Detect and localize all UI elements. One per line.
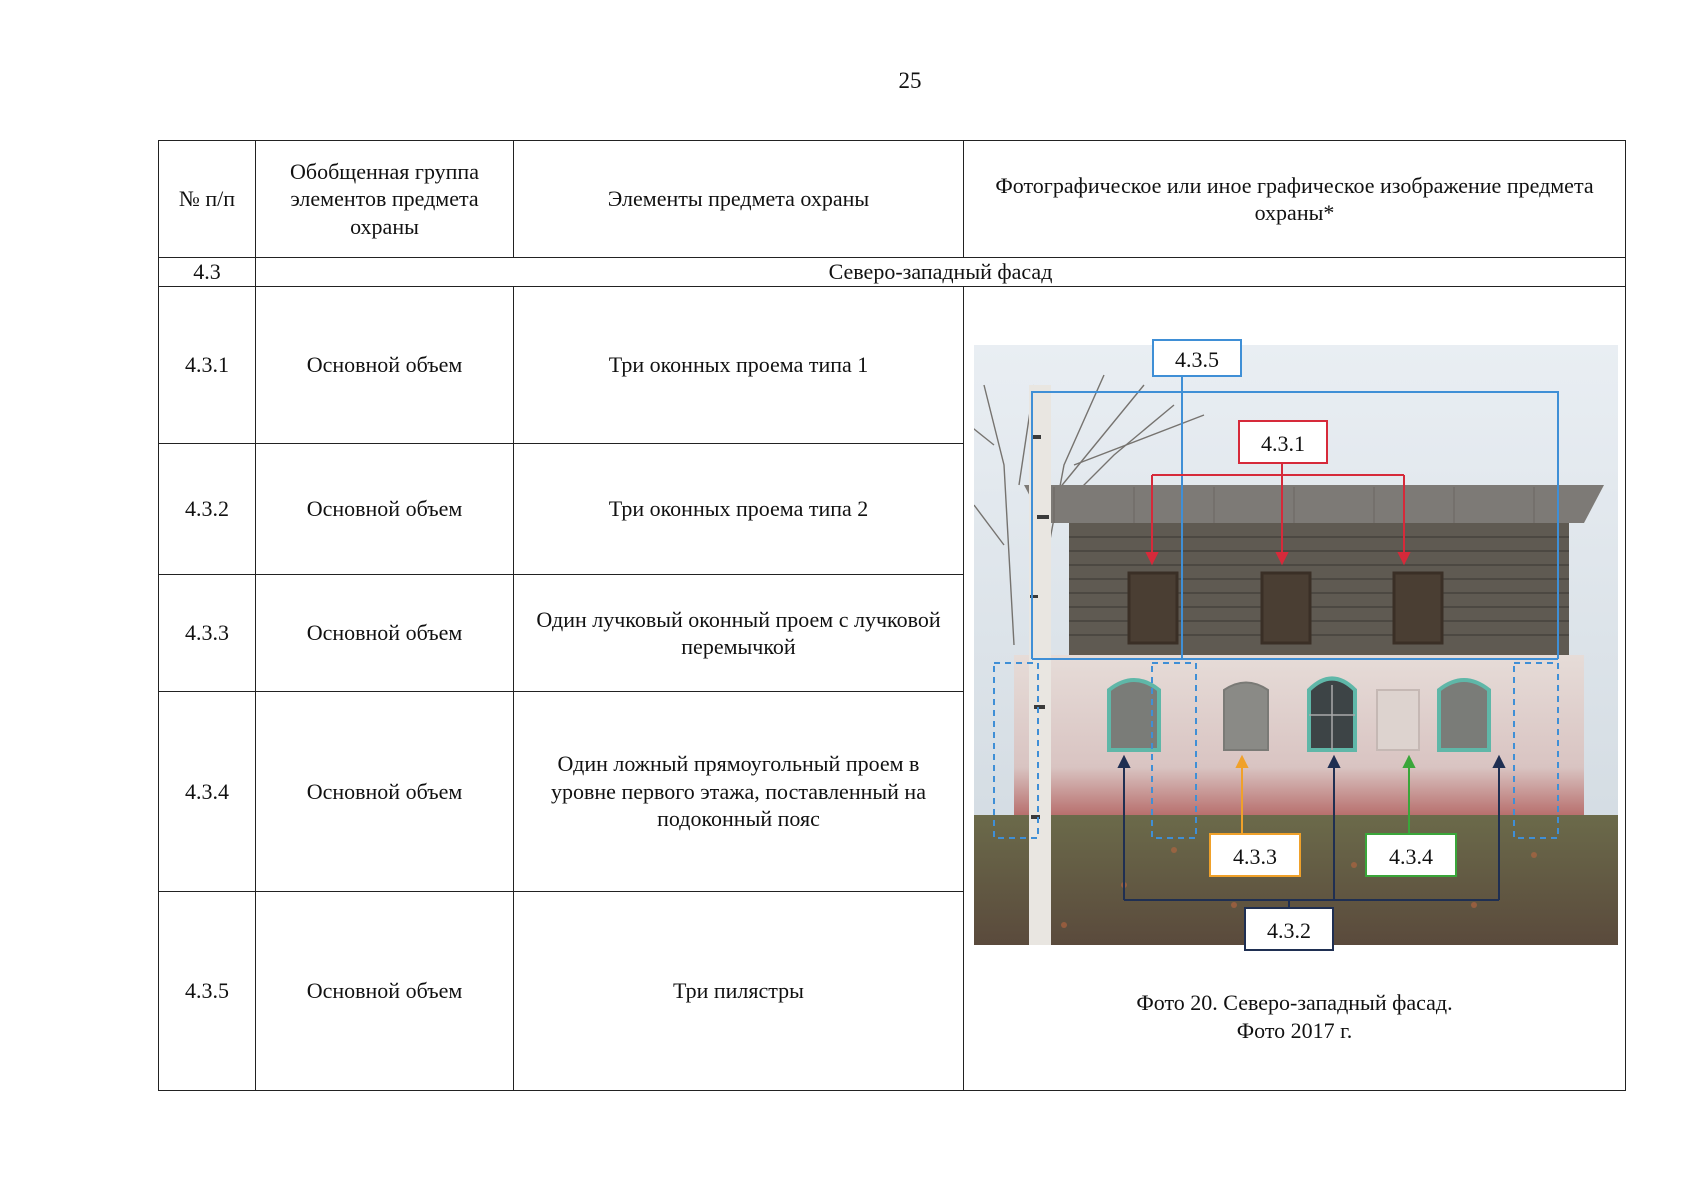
table-row: 4.3.1 Основной объем Три оконных проема …	[158, 286, 1626, 1091]
caption-line-1: Фото 20. Северо-западный фасад.	[1136, 990, 1453, 1015]
row-group: Основной объем	[255, 286, 514, 444]
caption-line-2: Фото 2017 г.	[1236, 1018, 1353, 1044]
row-group: Основной объем	[255, 691, 514, 892]
section-row: 4.3 Северо-западный фасад	[158, 257, 1626, 287]
label-4-3-4: 4.3.4	[1365, 833, 1457, 877]
table-row: 4.3.3 Основной объем Один лучковый оконн…	[158, 574, 1626, 692]
label-4-3-3: 4.3.3	[1209, 833, 1301, 877]
header-row: № п/п Обобщенная группа элементов предме…	[158, 140, 1626, 258]
label-4-3-1: 4.3.1	[1238, 420, 1328, 464]
header-elements: Элементы предмета охраны	[513, 140, 964, 258]
row-num: 4.3.4	[158, 691, 256, 892]
photo-cell: 4.3.5 4.3.1 4.3.3 4.3.4 4.3.2 Фото 20. С…	[963, 286, 1626, 1091]
page-number: 25	[898, 68, 922, 93]
row-element: Три оконных проема типа 2	[513, 443, 964, 575]
row-element: Три пилястры	[513, 891, 964, 1091]
row-num: 4.3.2	[158, 443, 256, 575]
row-group: Основной объем	[255, 443, 514, 575]
photo-caption: Фото 20. Северо-западный фасад. Фото 201…	[964, 989, 1625, 1045]
table-row: 4.3.5 Основной объем Три пилястры	[158, 891, 1626, 1091]
table-row: 4.3.4 Основной объем Один ложный прямоуг…	[158, 691, 1626, 892]
header-image: Фотографическое или иное графическое изо…	[963, 140, 1626, 258]
facade-photo: 4.3.5 4.3.1 4.3.3 4.3.4 4.3.2	[974, 339, 1618, 951]
label-4-3-5: 4.3.5	[1152, 339, 1242, 377]
row-group: Основной объем	[255, 574, 514, 692]
protection-table: № п/п Обобщенная группа элементов предме…	[158, 140, 1626, 1091]
row-element: Один лучковый оконный проем с лучковой п…	[513, 574, 964, 692]
label-4-3-2: 4.3.2	[1244, 907, 1334, 951]
row-group: Основной объем	[255, 891, 514, 1091]
row-num: 4.3.1	[158, 286, 256, 444]
row-num: 4.3.5	[158, 891, 256, 1091]
section-title: Северо-западный фасад	[255, 257, 1626, 287]
section-num: 4.3	[158, 257, 256, 287]
row-num: 4.3.3	[158, 574, 256, 692]
header-num: № п/п	[158, 140, 256, 258]
row-element: Один ложный прямоугольный проем в уровне…	[513, 691, 964, 892]
table-row: 4.3.2 Основной объем Три оконных проема …	[158, 443, 1626, 575]
header-group: Обобщенная группа элементов предмета охр…	[255, 140, 514, 258]
row-element: Три оконных проема типа 1	[513, 286, 964, 444]
